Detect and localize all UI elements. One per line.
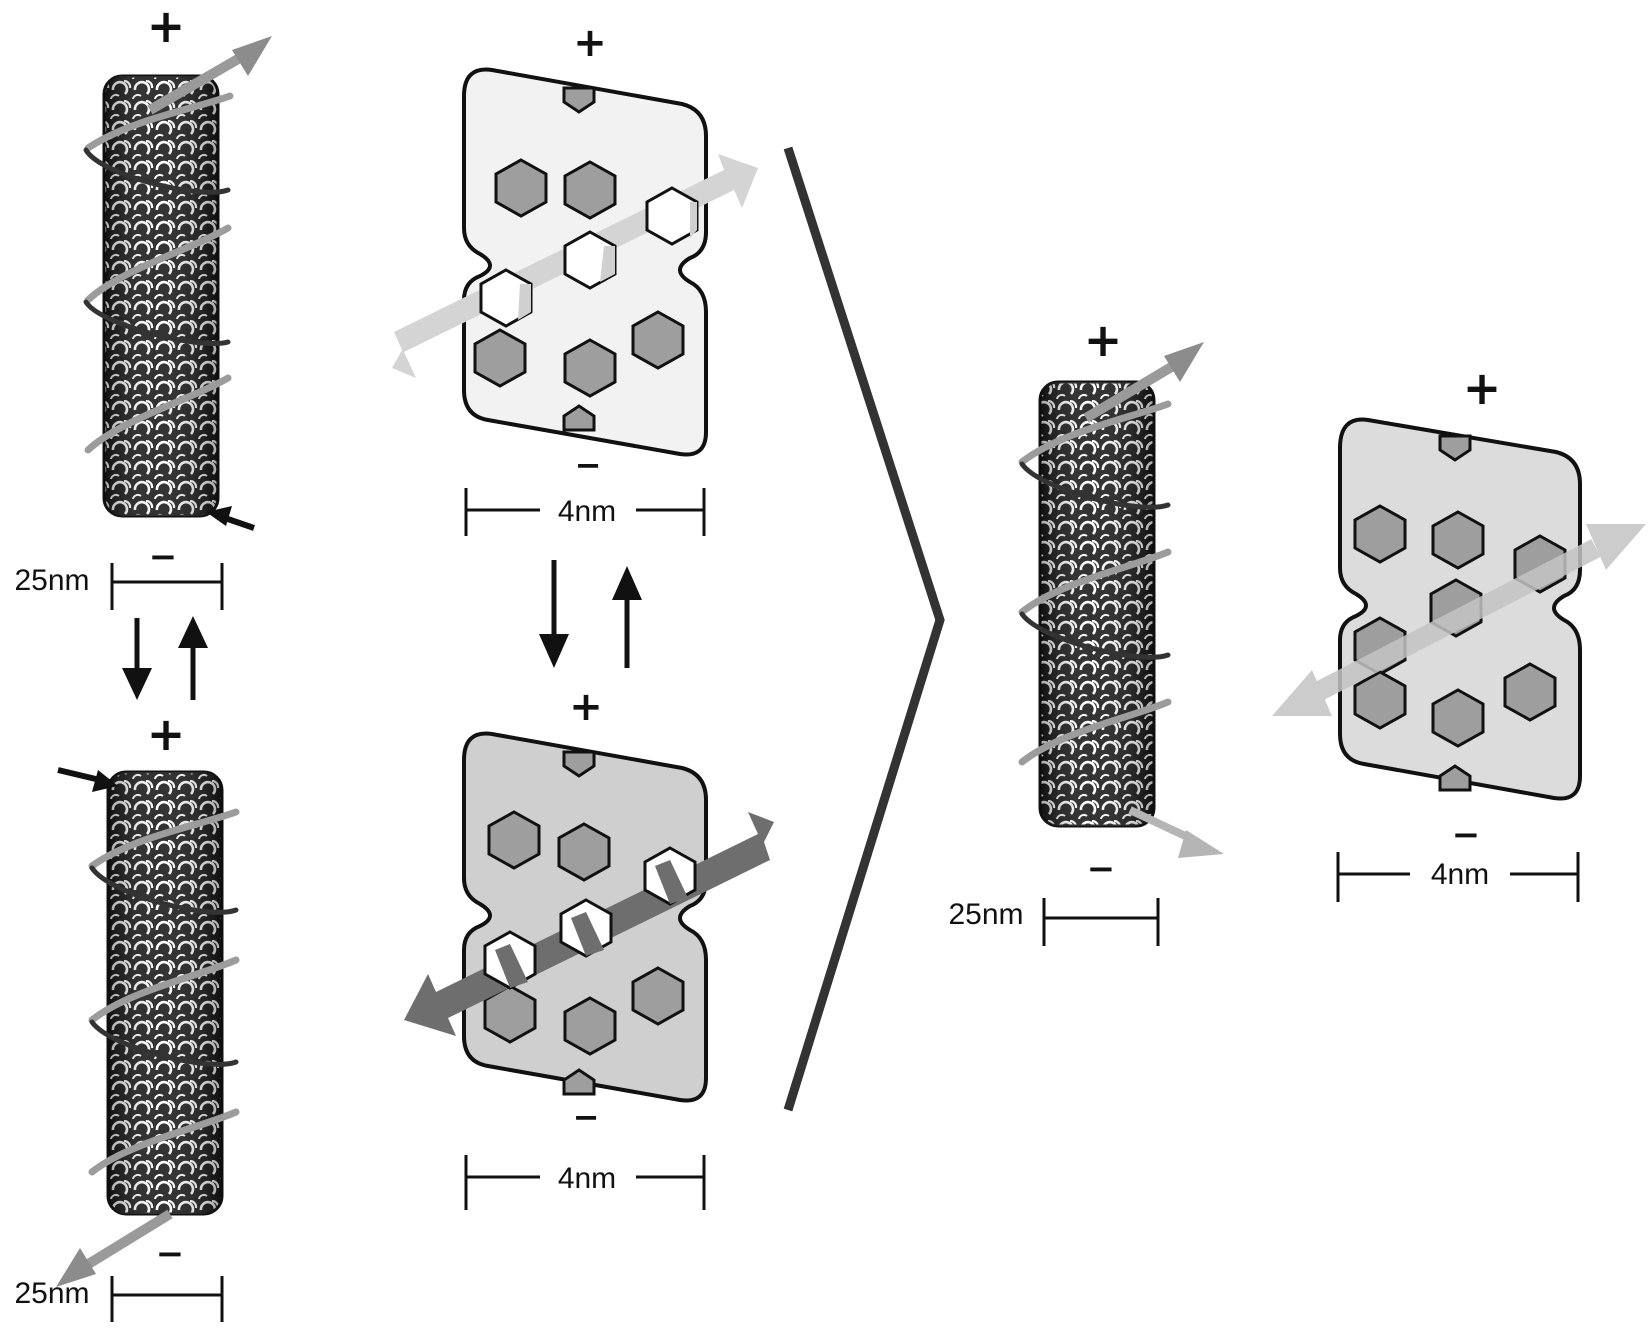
active-hexagons [479,186,699,328]
scale-bar [110,563,224,610]
minus-sign: − [1452,815,1481,855]
plus-sign: + [1463,361,1502,415]
equilibrium-arrows-middle [539,560,642,668]
minus-sign: − [1087,849,1116,889]
minus-sign: − [149,537,178,577]
scale-bar [1336,852,1580,902]
scale-bar [464,1155,706,1210]
plus-sign: + [1084,313,1123,367]
hexagon-group [473,86,685,432]
scale-label: 4nm [1431,858,1489,891]
plus-sign: + [147,0,186,53]
nanotube-bottom-left [56,767,240,1287]
scale-bar [110,1276,224,1322]
minus-sign: − [573,1098,600,1136]
transport-arrow [1272,524,1646,716]
scale-label: 25nm [948,898,1023,931]
scale-label: 4nm [558,495,616,528]
axis-arrow [147,36,272,115]
nanotube-top-left [83,36,272,531]
plus-sign: + [569,684,603,730]
axis-arrow [1083,342,1224,858]
nanotube-right [1018,342,1224,858]
scale-label: 25nm [14,564,89,597]
chevron-separator [783,146,945,1112]
scale-bar [1042,898,1160,946]
minus-sign: − [156,1234,185,1274]
plus-sign: + [147,707,186,761]
plus-sign: + [573,20,607,66]
helix-ribbon [84,92,234,454]
minus-sign: − [575,446,602,484]
entry-arrow-icon [57,767,118,792]
equilibrium-arrows-left [122,616,208,700]
scale-label: 4nm [558,1162,616,1195]
entry-arrow-icon [206,506,255,531]
pore-top-middle [392,67,758,457]
pore-right [1272,417,1646,801]
scale-bar [464,488,706,536]
pore-bottom-middle [404,731,774,1103]
axis-arrow [56,1209,173,1287]
scale-label: 25nm [14,1277,89,1310]
